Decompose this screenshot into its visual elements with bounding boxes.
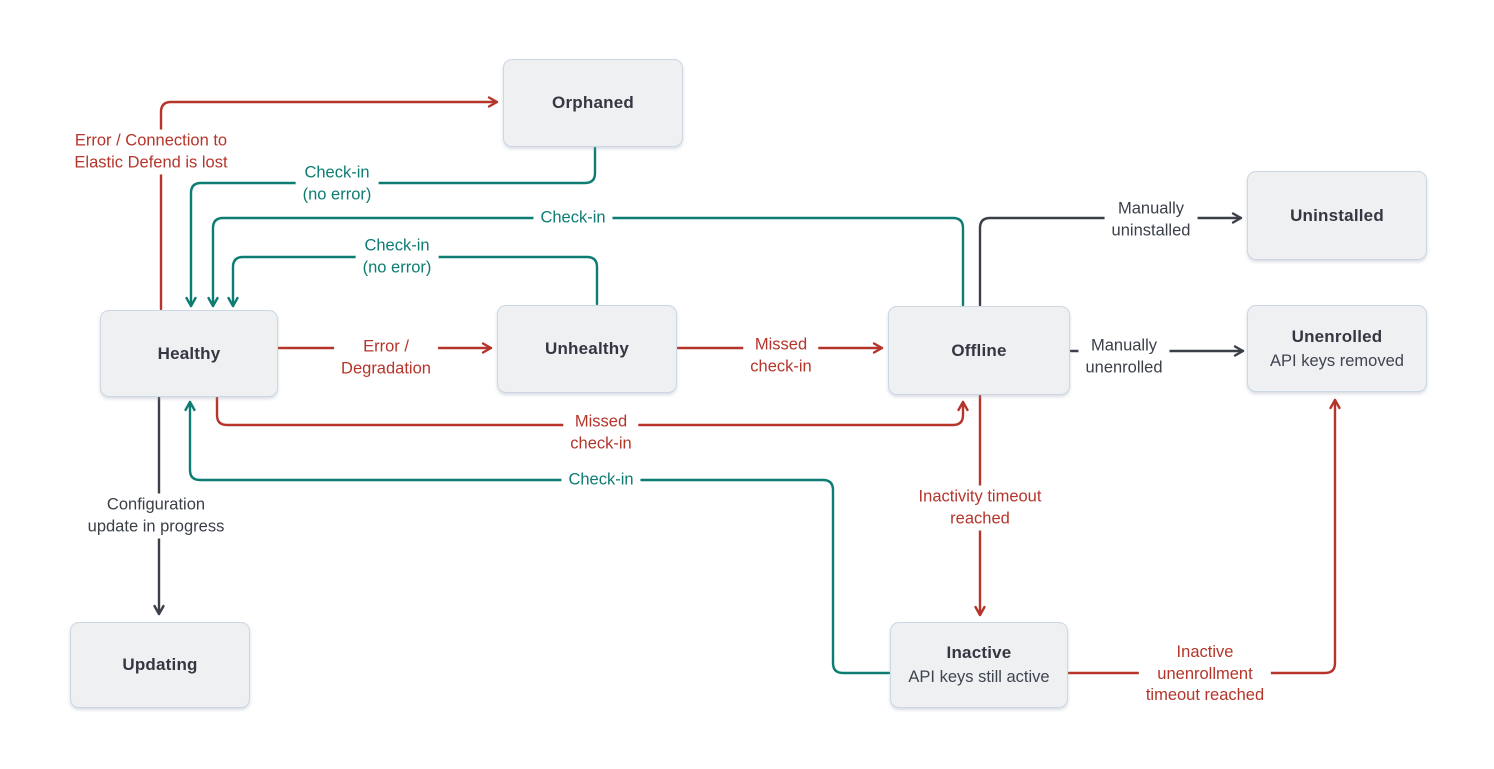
state-offline: Offline [888, 306, 1070, 395]
edge-label-checkin-inactive: Check-in [561, 468, 641, 492]
edge-offline-to-healthy [207, 216, 965, 308]
edge-label-checkin-no-error-unhealthy: Check-in (no error) [355, 234, 439, 280]
state-unenrolled: Unenrolled API keys removed [1247, 305, 1427, 392]
state-title: Updating [122, 655, 198, 674]
state-uninstalled: Uninstalled [1247, 171, 1427, 260]
edge-label-error-connection-lost: Error / Connection to Elastic Defend is … [67, 129, 235, 175]
state-healthy: Healthy [100, 310, 278, 397]
edge-label-configuration-update: Configuration update in progress [80, 493, 232, 539]
edge-inactive-to-unenrolled [1067, 398, 1341, 675]
edge-label-manually-uninstalled: Manually uninstalled [1104, 197, 1198, 243]
state-title: Healthy [157, 343, 221, 363]
edge-orphaned-to-healthy [185, 146, 597, 308]
state-title: Unenrolled [1291, 326, 1383, 346]
edge-healthy-to-orphaned [159, 96, 499, 311]
state-inactive: Inactive API keys still active [890, 622, 1068, 708]
state-title: Offline [951, 340, 1007, 360]
edge-offline-to-uninstalled [978, 212, 1243, 307]
state-orphaned: Orphaned [503, 59, 683, 147]
state-subtitle: API keys removed [1270, 351, 1404, 370]
state-unhealthy: Unhealthy [497, 305, 677, 393]
state-updating: Updating [70, 622, 250, 708]
edge-inactive-to-healthy [184, 400, 891, 675]
edge-label-checkin-no-error-orphaned: Check-in (no error) [295, 161, 379, 207]
state-title: Inactive [946, 643, 1012, 662]
edge-label-inactive-unenrollment-timeout: Inactive unenrollment timeout reached [1138, 640, 1272, 708]
edge-label-missed-checkin-unhealthy: Missed check-in [743, 333, 819, 379]
edge-label-missed-checkin-healthy: Missed check-in [563, 410, 639, 456]
edge-label-checkin-offline: Check-in [533, 206, 613, 230]
edge-label-inactivity-timeout: Inactivity timeout reached [911, 485, 1049, 531]
state-subtitle: API keys still active [908, 668, 1050, 686]
state-title: Orphaned [552, 93, 634, 112]
state-title: Unhealthy [545, 339, 629, 358]
edge-label-error-degradation: Error / Degradation [334, 335, 438, 381]
state-title: Uninstalled [1290, 205, 1384, 225]
edge-label-manually-unenrolled: Manually unenrolled [1078, 334, 1170, 380]
